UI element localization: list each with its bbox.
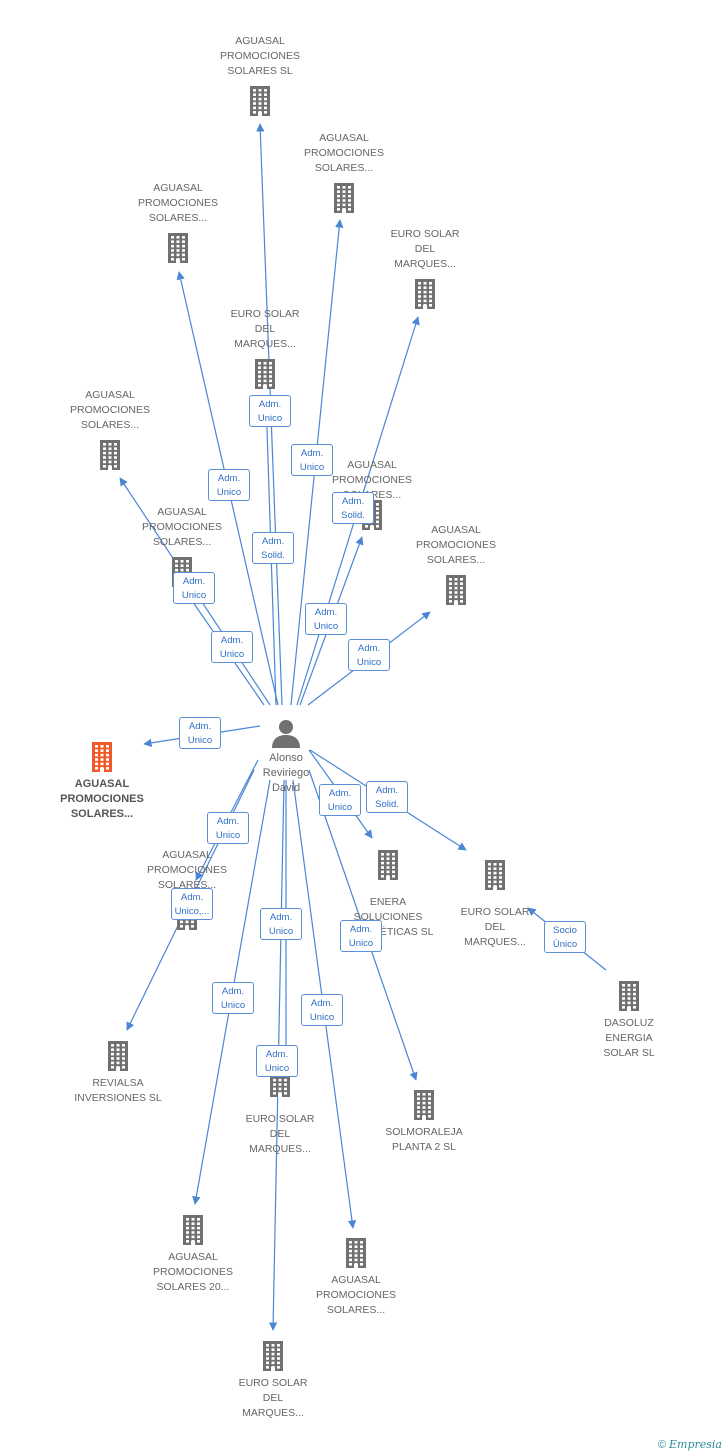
company-name: AGUASAL PROMOCIONES SOLARES...: [70, 389, 150, 431]
role-badge[interactable]: Adm. Unico,...: [171, 888, 213, 920]
building-icon: [161, 231, 195, 265]
role-badge[interactable]: Adm. Solid.: [332, 492, 374, 524]
company-name: AGUASAL PROMOCIONES SOLARES...: [60, 778, 144, 820]
company-name: EURO SOLAR DEL MARQUES...: [245, 1113, 315, 1155]
role-badge[interactable]: Adm. Unico: [305, 603, 347, 635]
person-icon: [269, 716, 303, 750]
role-badge[interactable]: Adm. Solid.: [252, 532, 294, 564]
building-icon: [478, 858, 512, 892]
role-badge[interactable]: Adm. Unico: [260, 908, 302, 940]
role-badge[interactable]: Adm. Unico: [291, 444, 333, 476]
company-name: EURO SOLAR DEL MARQUES...: [230, 308, 300, 350]
company-name: SOLMORALEJA PLANTA 2 SL: [385, 1126, 463, 1153]
building-icon: [408, 277, 442, 311]
role-badge[interactable]: Adm. Unico: [319, 784, 361, 816]
building-icon: [371, 848, 405, 882]
building-icon: [256, 1339, 290, 1373]
building-icon: [439, 573, 473, 607]
role-badge[interactable]: Adm. Unico: [249, 395, 291, 427]
copyright-symbol: ©: [657, 1439, 666, 1451]
role-badge[interactable]: Adm. Unico: [348, 639, 390, 671]
role-badge[interactable]: Adm. Unico: [340, 920, 382, 952]
building-icon: [327, 181, 361, 215]
building-icon: [248, 357, 282, 391]
person-name: Alonso Reviriego David: [262, 752, 310, 794]
building-icon: [85, 740, 119, 774]
company-name: AGUASAL PROMOCIONES SOLARES...: [304, 132, 384, 174]
building-icon: [612, 979, 646, 1013]
company-name: AGUASAL PROMOCIONES SOLARES 20...: [153, 1251, 233, 1293]
company-name: EURO SOLAR DEL MARQUES...: [390, 228, 460, 270]
role-badge[interactable]: Adm. Unico: [173, 572, 215, 604]
building-icon: [243, 84, 277, 118]
company-name: REVIALSA INVERSIONES SL: [74, 1077, 162, 1104]
building-icon: [101, 1039, 135, 1073]
company-name: AGUASAL PROMOCIONES SOLARES...: [142, 506, 222, 548]
building-icon: [407, 1088, 441, 1122]
company-name: AGUASAL PROMOCIONES SOLARES...: [138, 182, 218, 224]
footer-brand[interactable]: © Empresia: [658, 1438, 722, 1451]
role-badge[interactable]: Adm. Unico: [301, 994, 343, 1026]
role-badge[interactable]: Adm. Unico: [179, 717, 221, 749]
role-badge[interactable]: Adm. Unico: [208, 469, 250, 501]
role-badge[interactable]: Adm. Solid.: [366, 781, 408, 813]
building-icon: [93, 438, 127, 472]
company-name: AGUASAL PROMOCIONES SOLARES...: [147, 849, 227, 891]
role-badge[interactable]: Adm. Unico: [212, 982, 254, 1014]
building-icon: [339, 1236, 373, 1270]
role-badge[interactable]: Adm. Unico: [211, 631, 253, 663]
role-badge[interactable]: Adm. Unico: [256, 1045, 298, 1077]
company-name: AGUASAL PROMOCIONES SOLARES...: [316, 1274, 396, 1316]
company-name: EURO SOLAR DEL MARQUES...: [238, 1377, 308, 1419]
role-badge[interactable]: Adm. Unico: [207, 812, 249, 844]
company-name: EURO SOLAR DEL MARQUES...: [460, 906, 530, 948]
building-icon: [176, 1213, 210, 1247]
brand-name: Empresia: [669, 1438, 722, 1451]
company-name: DASOLUZ ENERGIA SOLAR SL: [603, 1017, 655, 1059]
company-name: AGUASAL PROMOCIONES SOLARES SL: [220, 35, 300, 77]
role-badge[interactable]: Socio Único: [544, 921, 586, 953]
company-name: AGUASAL PROMOCIONES SOLARES...: [416, 524, 496, 566]
